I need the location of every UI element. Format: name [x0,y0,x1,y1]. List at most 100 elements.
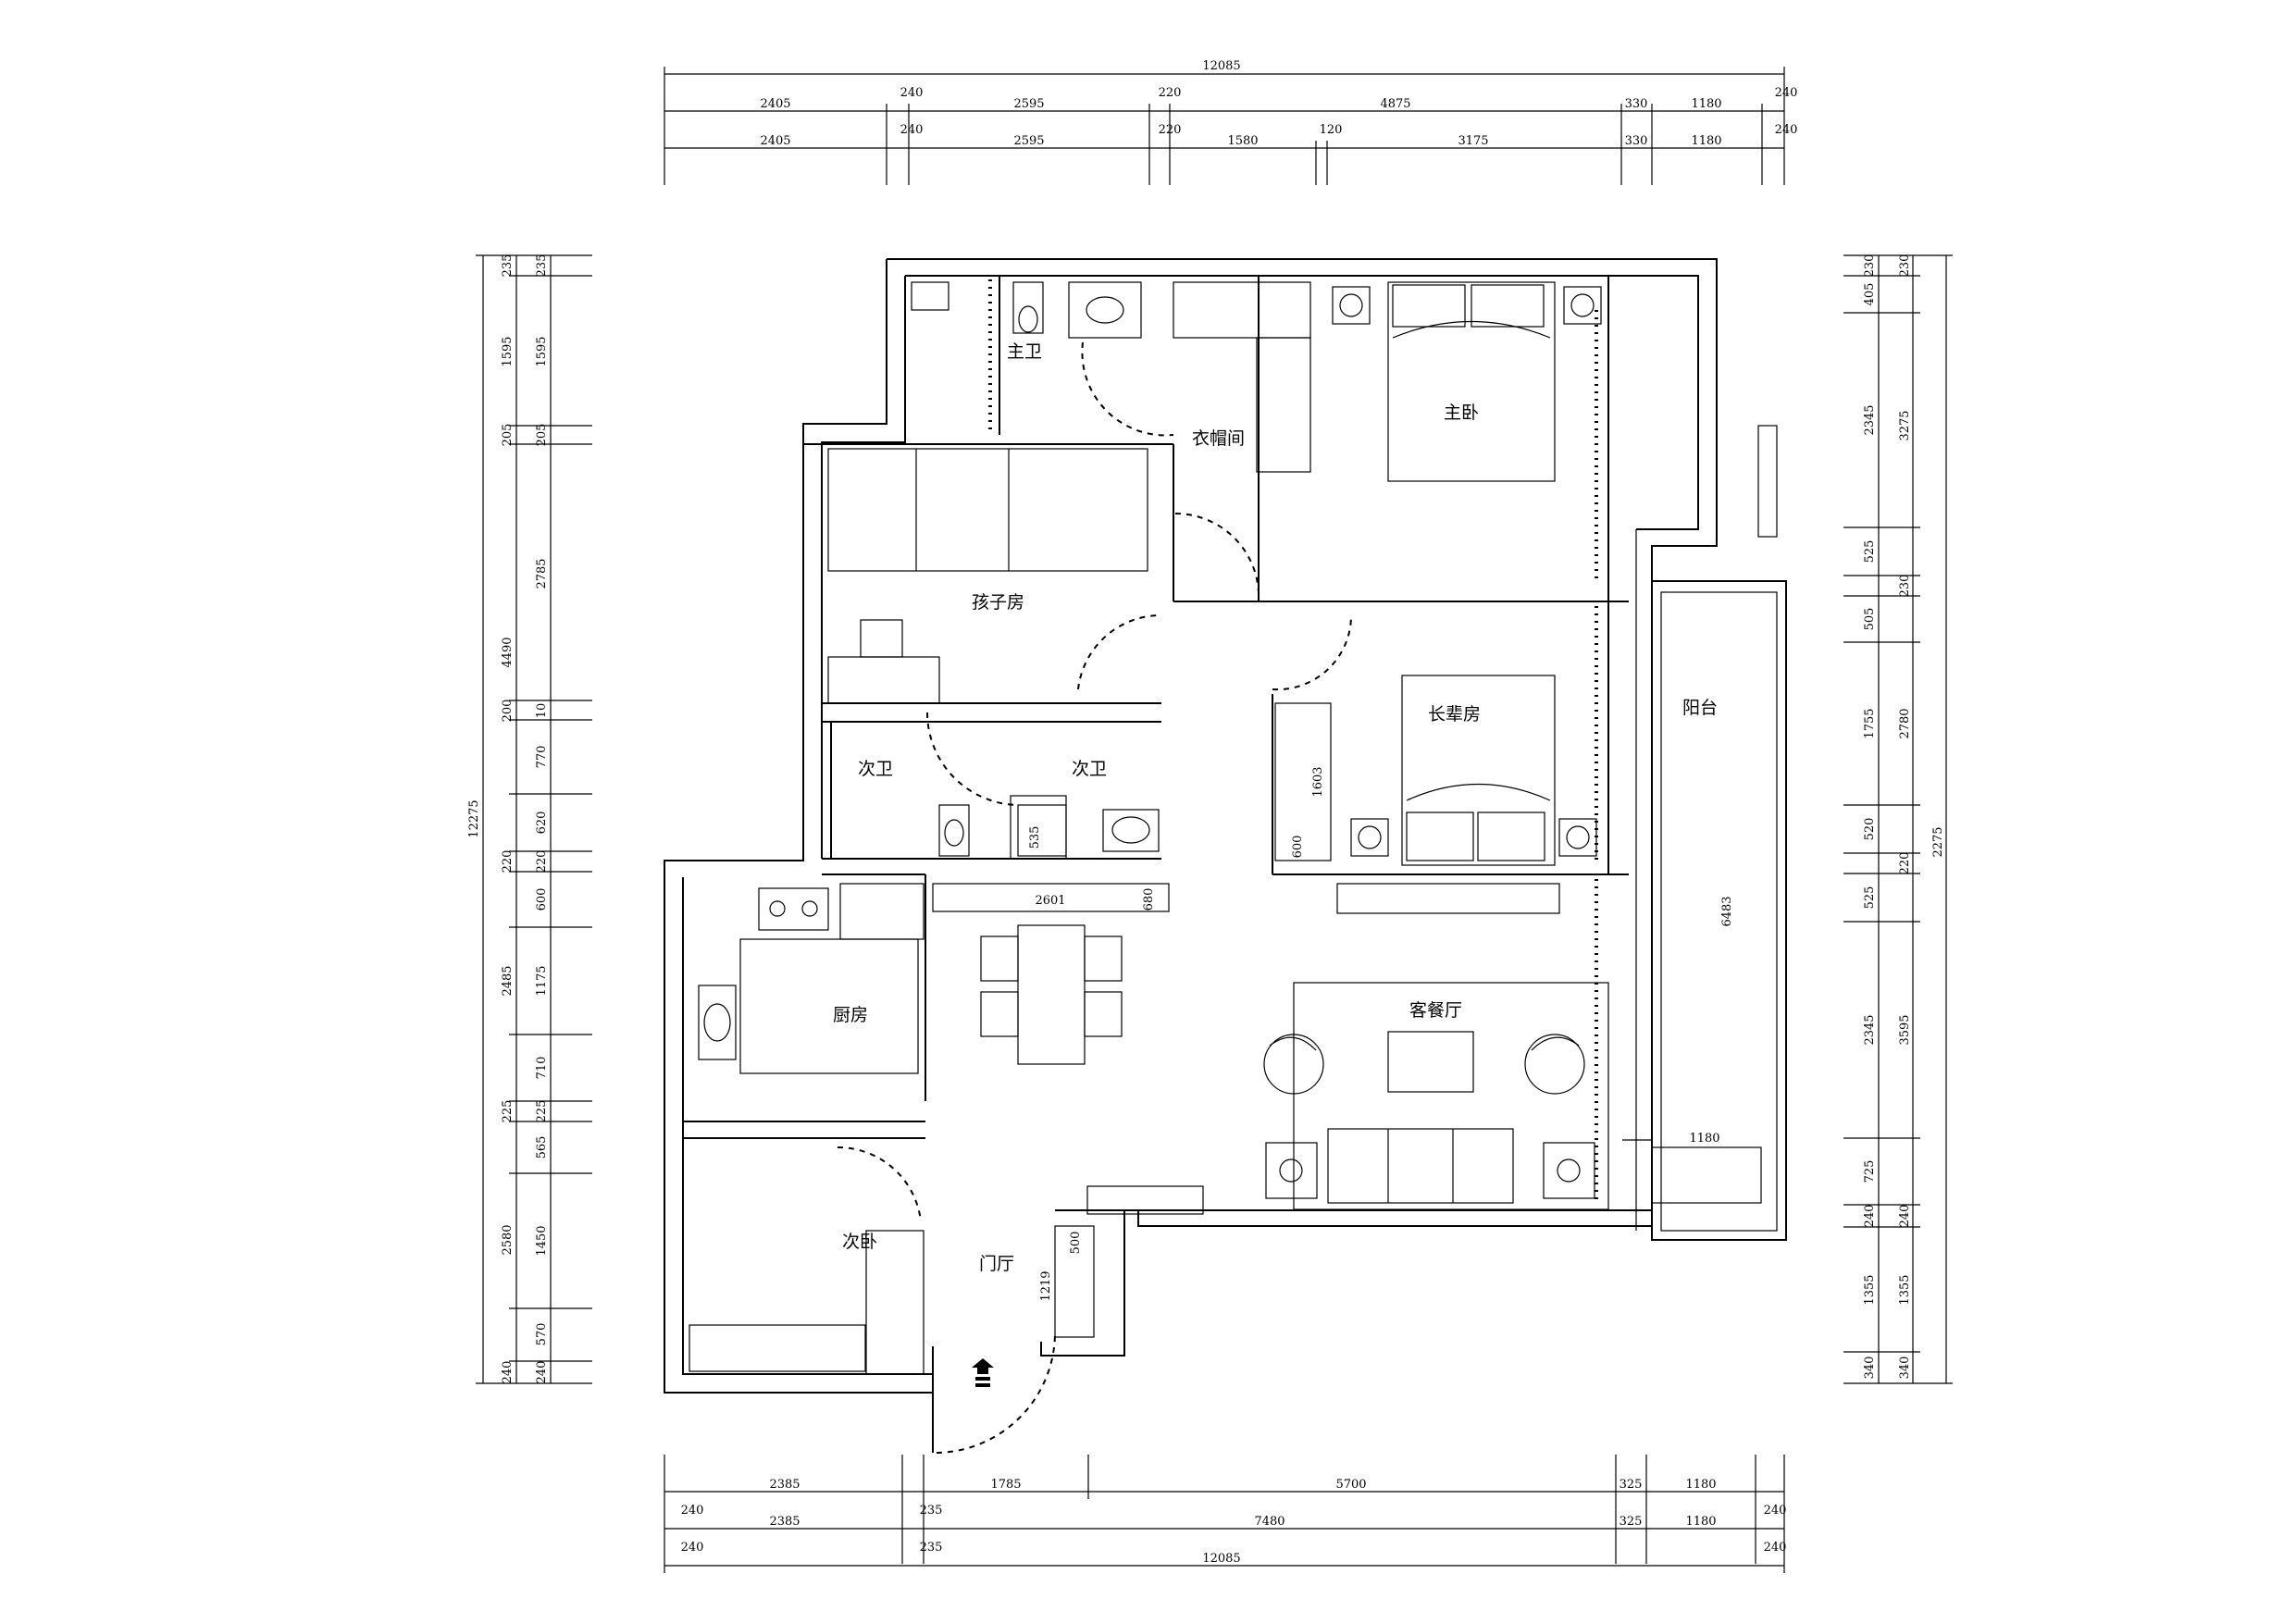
armchair-icon [1269,1036,1580,1051]
dim-bot-r1-4: 1180 [1685,1478,1716,1492]
dim-left-i-3: 2785 [535,558,549,588]
dim-bot-r2-5: 1180 [1685,1515,1716,1529]
dim-left-i-4: 10 [535,703,549,719]
dim-right-o-7: 520 [1863,818,1877,841]
dining-set [980,924,1123,1065]
room-label-guest-bath-1: 次卫 [858,759,893,779]
bath-fixtures [911,281,1160,857]
living-set [1263,982,1609,1210]
dim-right-o-9: 2345 [1863,1014,1877,1045]
dim-bot-r2b-2: 240 [1764,1541,1787,1555]
dim-bottom-total: 12085 [1202,1552,1240,1566]
room-label-balcony: 阳台 [1682,698,1718,718]
room-label-foyer: 门厅 [979,1254,1014,1274]
dim-small-600: 600 [1291,836,1305,859]
dim-right-o-4: 230 [1898,575,1912,598]
dim-small-500: 500 [1069,1232,1083,1255]
dim-top-r2-4: 1580 [1227,134,1258,148]
dim-top-r1-4: 4875 [1380,97,1410,111]
dim-right-o-13: 340 [1863,1357,1877,1380]
dim-right-o-1: 405 [1863,283,1877,306]
dim-bot-r1-1: 1785 [990,1478,1021,1492]
door-swings [837,341,1353,1454]
dim-bot-r1-2: 5700 [1335,1478,1366,1492]
dim-top-r1-0: 2405 [760,97,790,111]
room-label-elder-room: 长辈房 [1428,704,1481,725]
nightstands [1332,286,1778,857]
dim-right-o-5: 505 [1863,608,1877,631]
dim-left-i-7: 220 [535,850,549,873]
dim-left-total: 12275 [467,799,481,837]
room-label-master-bedroom: 主卧 [1444,403,1479,423]
dim-right-o-2: 2345 [1863,404,1877,435]
dim-left-i-5: 770 [535,746,549,769]
dim-foyer-1219: 1219 [1039,1270,1053,1301]
sofa-icon [1387,1129,1454,1203]
kitchen-fixtures [698,887,919,1074]
dim-left-i-12: 565 [535,1136,549,1159]
dim-top-r1-1: 240 [900,86,924,100]
dim-left-m-0: 1595 [501,336,515,366]
bed-elder [1401,675,1556,866]
tv-cabinet [1336,883,1560,914]
bottom-dimensions: 2385 1785 5700 325 1180 240 235 240 2385… [664,1455,1786,1573]
dim-left-o-1: 205 [501,424,515,447]
dim-right-i-6: 240 [1898,1205,1912,1228]
dim-bot-r1-0: 2385 [769,1478,800,1492]
dim-small-535: 535 [1028,826,1042,849]
dim-left-o-5: 225 [501,1100,515,1123]
dim-right-o-12: 1355 [1863,1274,1877,1305]
dim-top-r2-9: 240 [1775,123,1798,137]
dim-bot-r1b-1: 235 [920,1504,943,1518]
dim-top-r2-5: 120 [1320,123,1343,137]
dim-right-i-3: 2780 [1898,708,1912,738]
bed-master [1387,281,1556,482]
dim-left-o-3: 200 [501,700,515,723]
dim-top-r2-3: 220 [1159,123,1182,137]
wardrobe-cells [839,281,1332,1375]
dim-top-r1-6: 1180 [1691,97,1721,111]
dim-left-o-4: 220 [501,850,515,873]
dim-top-r1-2: 2595 [1013,97,1044,111]
dim-right-i-7: 1355 [1898,1274,1912,1305]
room-labels: 主卫 衣帽间 主卧 孩子房 次卫 次卫 长辈房 阳台 厨房 客餐厅 次卧 门厅 [833,341,1718,1274]
dim-left-o-7: 240 [501,1361,515,1384]
bed-kids [827,448,1148,572]
dim-left-i-13: 1450 [535,1225,549,1256]
dim-left-i-8: 600 [535,888,549,911]
dim-left-i-0: 235 [535,254,549,278]
dim-right-i-8: 340 [1898,1357,1912,1380]
interior-walls [683,276,1652,1211]
dim-top-r2-6: 3175 [1458,134,1488,148]
dim-top-r2-2: 2595 [1013,134,1044,148]
room-label-living-dining: 客餐厅 [1409,1000,1462,1021]
balcony [1622,529,1787,1241]
dim-right-total: 2275 [1931,826,1945,857]
dim-top-r2-7: 330 [1625,134,1648,148]
dim-balcony-height: 6483 [1720,896,1734,926]
room-label-kitchen: 厨房 [833,1005,868,1025]
stove-icon [769,900,818,917]
dim-balcony-width: 1180 [1689,1132,1719,1146]
dim-right-o-10: 725 [1863,1160,1877,1183]
room-label-second-bedroom: 次卧 [842,1232,877,1252]
entrance-arrow-icon [972,1358,994,1387]
toilet-icon [944,305,1038,847]
right-dimensions: 230 405 2345 525 230 505 1755 520 525 23… [1843,254,1953,1384]
sink-icon [703,296,1150,1042]
room-label-kids-room: 孩子房 [972,592,1024,613]
dim-cabinet-1603: 1603 [1311,766,1325,797]
dim-top-total: 12085 [1202,59,1240,73]
dim-right-o-0: 230 [1863,254,1877,278]
dim-left-i-14: 570 [535,1323,549,1346]
dim-top-r1-7: 240 [1775,86,1798,100]
dim-bot-r1b-2: 240 [1764,1504,1787,1518]
dim-bot-r2-4: 325 [1620,1515,1643,1529]
dim-left-o-2: 4490 [501,637,515,667]
dim-bot-r2b-1: 235 [920,1541,943,1555]
room-label-master-bath: 主卫 [1007,341,1042,362]
inner-dimensions: 6483 1180 2601 1603 1219 680 600 500 535 [1028,766,1734,1301]
dim-bot-r2-3: 7480 [1254,1515,1285,1529]
room-label-guest-bath-2: 次卫 [1072,759,1107,779]
dim-left-i-9: 1175 [535,965,549,996]
